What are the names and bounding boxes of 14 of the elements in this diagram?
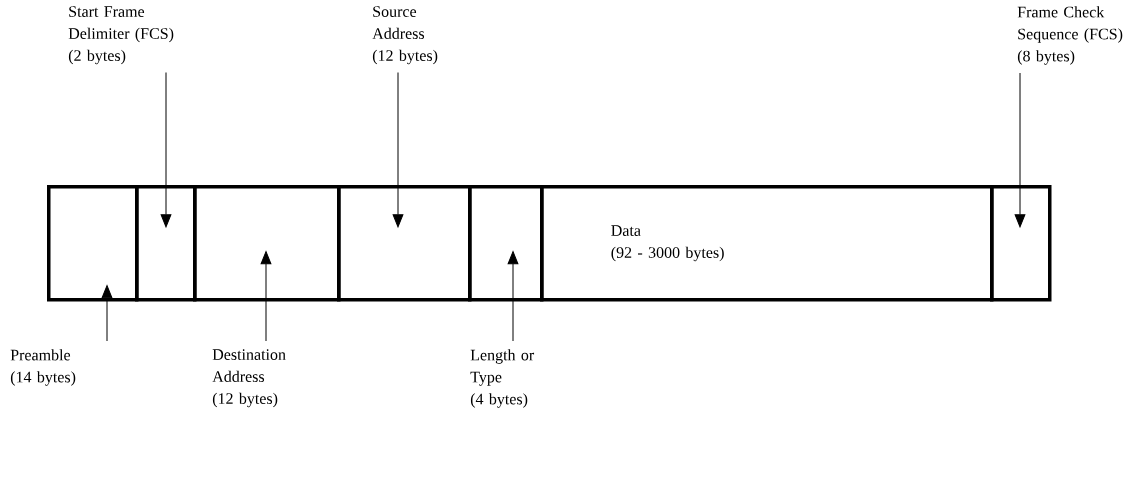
leader-arrow <box>507 251 519 342</box>
leader-arrow <box>160 71 172 228</box>
leader-arrow <box>260 251 272 342</box>
field-label: Source Address (12 bytes) <box>372 6 438 65</box>
field-label: Length or Type (4 bytes) <box>470 349 535 408</box>
field-label: Frame Check Sequence (FCS) (8 bytes) <box>1017 6 1123 65</box>
field-label: Start Frame Delimiter (FCS) (2 bytes) <box>68 6 174 65</box>
field-label: Preamble (14 bytes) <box>10 349 76 386</box>
leader-arrow <box>392 71 404 228</box>
field-box <box>990 185 1052 302</box>
leader-arrow <box>101 285 113 342</box>
data-field-box: Data (92 - 3000 bytes) <box>540 185 994 302</box>
field-label: Destination Address (12 bytes) <box>212 349 286 408</box>
leader-arrow <box>1014 72 1026 228</box>
